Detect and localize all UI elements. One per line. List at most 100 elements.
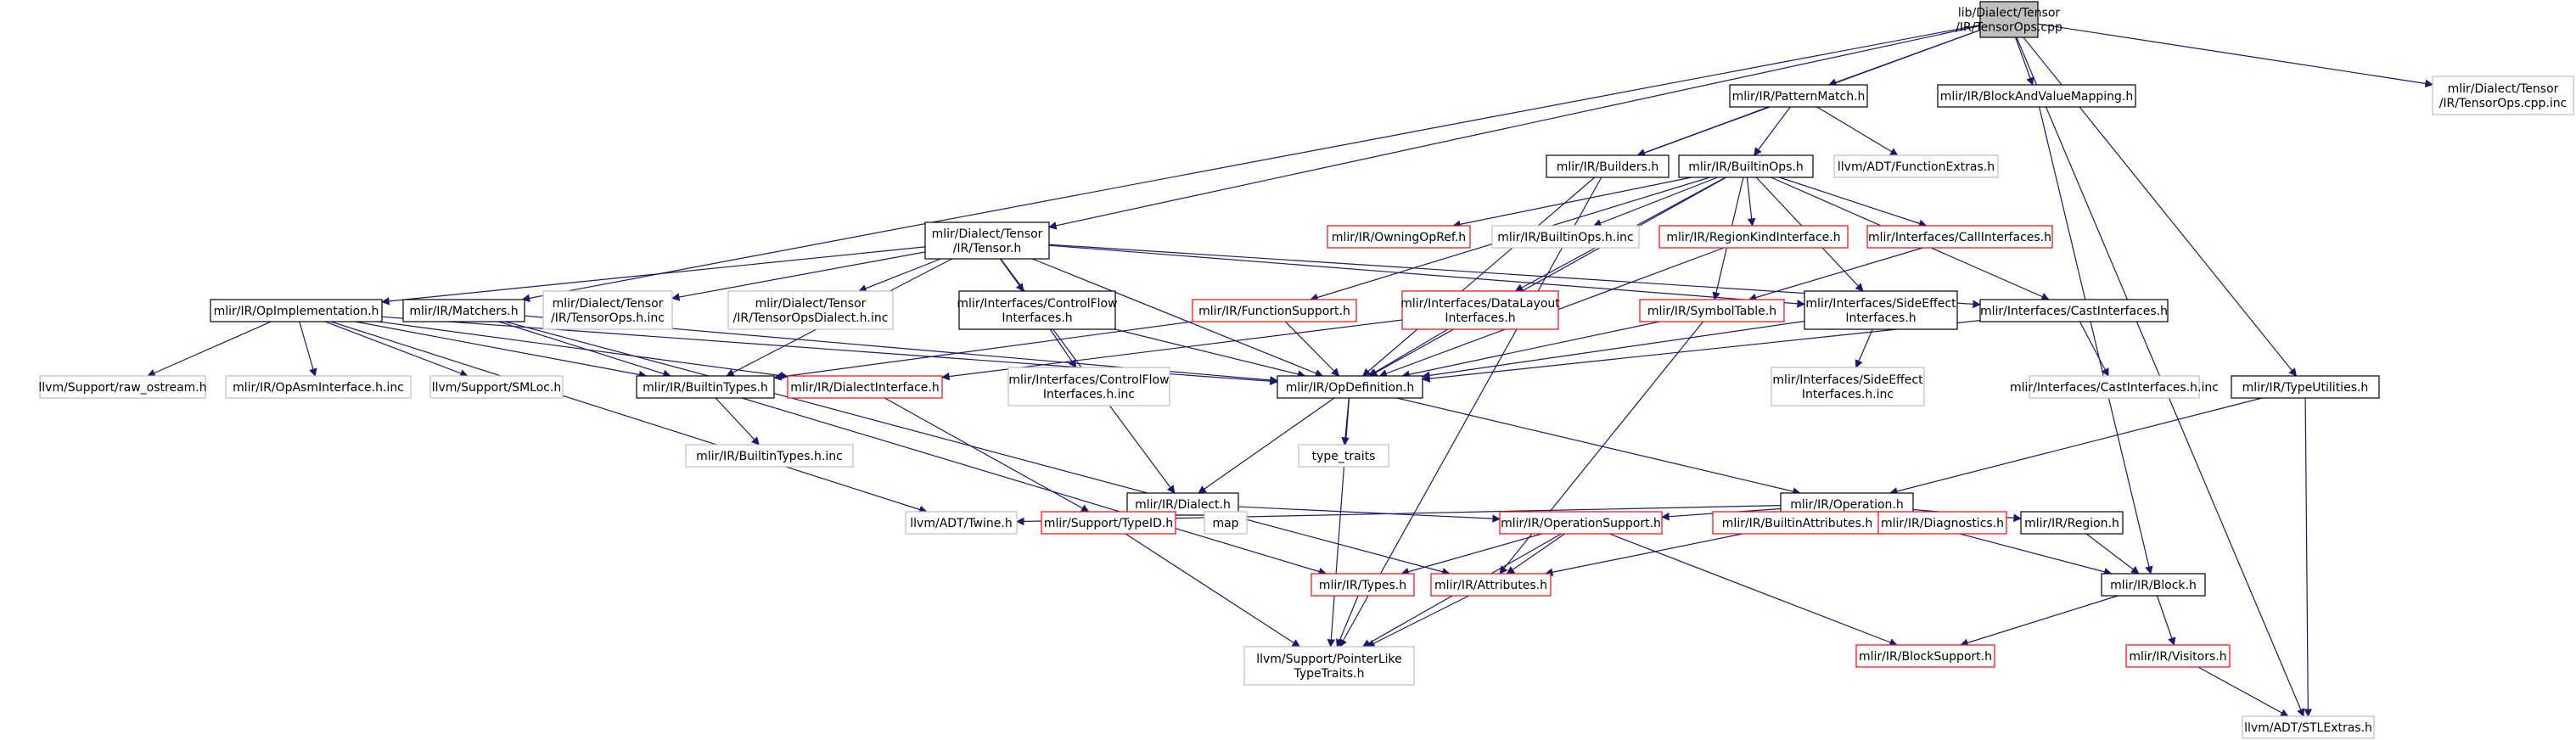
node-patternmatch[interactable]: mlir/IR/PatternMatch.h [1729, 84, 1868, 108]
edge-root-to-tensorops_cpp_inc [2037, 23, 2433, 88]
node-types_h[interactable]: mlir/IR/Types.h [1310, 573, 1415, 597]
node-twine: llvm/ADT/Twine.h [905, 511, 1018, 535]
node-box [429, 375, 564, 399]
node-box [1771, 367, 1925, 406]
node-box [1979, 299, 2169, 322]
edges-layer [147, 23, 2433, 717]
node-label: mlir/Interfaces/CastInterfaces.h [1980, 305, 2168, 318]
node-label: mlir/IR/Dialect.h [1135, 498, 1231, 512]
edge-operationsupport-to-blocksupport [1608, 533, 1898, 647]
node-label: llvm/Support/PointerLike [1256, 653, 1402, 666]
node-functionsupport[interactable]: mlir/IR/FunctionSupport.h [1192, 299, 1357, 322]
node-label: /IR/TensorOps.cpp.inc [2439, 97, 2568, 110]
edge-builtinops-to-builtinops_inc [1592, 177, 1718, 227]
node-box [685, 444, 854, 468]
node-regionkind[interactable]: mlir/IR/RegionKindInterface.h [1658, 225, 1849, 249]
node-tensorops_h_inc: mlir/Dialect/Tensor/IR/TensorOps.h.inc [542, 290, 673, 330]
node-box [2020, 511, 2124, 535]
node-castinterfaces_inc: mlir/Interfaces/CastInterfaces.h.inc [2010, 375, 2219, 399]
node-builtinops_inc: mlir/IR/BuiltinOps.h.inc [1491, 225, 1640, 249]
node-opdefinition[interactable]: mlir/IR/OpDefinition.h [1277, 375, 1423, 399]
node-box [958, 290, 1116, 330]
node-box [1298, 444, 1389, 468]
edge-builtinops-to-owningopref [1452, 177, 1692, 228]
node-dialectinterface[interactable]: mlir/IR/DialectInterface.h [787, 375, 943, 399]
edge-opdefinition-to-dialect_h [1198, 397, 1335, 494]
node-label: llvm/Support/raw_ostream.h [38, 381, 206, 395]
node-builtinops[interactable]: mlir/IR/BuiltinOps.h [1678, 154, 1814, 178]
edge-block_h-to-blocksupport [1960, 595, 2119, 648]
node-builtintypes[interactable]: mlir/IR/BuiltinTypes.h [636, 375, 775, 399]
node-controlflow_inc: mlir/Interfaces/ControlFlowInterfaces.h.… [1007, 367, 1170, 406]
node-label: mlir/IR/OpDefinition.h [1286, 381, 1414, 395]
node-tensor_h[interactable]: mlir/Dialect/Tensor/IR/Tensor.h [924, 221, 1050, 260]
node-smloc: llvm/Support/SMLoc.h [429, 375, 564, 399]
node-tensorops_cpp_inc: mlir/Dialect/Tensor/IR/TensorOps.cpp.inc [2432, 76, 2574, 115]
edge-opimplementation-to-twine [330, 321, 928, 513]
node-visitors[interactable]: mlir/IR/Visitors.h [2125, 644, 2231, 668]
node-box [1204, 511, 1248, 535]
edge-functionsupport-to-opdefinition [1284, 321, 1340, 377]
node-block_h[interactable]: mlir/IR/Block.h [2101, 573, 2206, 597]
node-label: mlir/IR/Region.h [2024, 517, 2119, 530]
node-box [1979, 1, 2039, 38]
edge-root-to-blockandvaluemapping [2015, 36, 2034, 86]
edge-tensor_h-to-tensoropsdialect_inc [858, 258, 941, 293]
node-matchers[interactable]: mlir/IR/Matchers.h [402, 299, 525, 322]
edge-builtinops-to-regionkind [1746, 177, 1756, 227]
node-label: mlir/IR/Builders.h [1557, 160, 1659, 174]
node-opimplementation[interactable]: mlir/IR/OpImplementation.h [210, 299, 383, 322]
node-callinterfaces[interactable]: mlir/Interfaces/CallInterfaces.h [1866, 225, 2053, 249]
edge-opdefinition-to-pointerlike [1327, 397, 1350, 648]
node-root[interactable]: lib/Dialect/Tensor/IR/TensorOps.cpp [1956, 1, 2062, 38]
node-label: llvm/ADT/STLExtras.h [2244, 721, 2372, 735]
node-builders[interactable]: mlir/IR/Builders.h [1546, 154, 1670, 178]
node-owningopref[interactable]: mlir/IR/OwningOpRef.h [1327, 225, 1471, 249]
node-type_traits: type_traits [1298, 444, 1389, 468]
node-label: mlir/IR/Block.h [2110, 579, 2197, 592]
edge-patternmatch-to-builders [1636, 106, 1769, 157]
node-box [39, 375, 206, 399]
edge-castinterfaces-to-castinterfaces_inc [2079, 321, 2109, 377]
node-typeid[interactable]: mlir/Support/TypeID.h [1041, 511, 1176, 535]
node-label: mlir/Dialect/Tensor [755, 297, 867, 311]
node-attributes_h[interactable]: mlir/IR/Attributes.h [1430, 573, 1552, 597]
node-label: Interfaces.h.inc [1043, 388, 1135, 401]
node-box [1430, 573, 1552, 597]
node-typeutilities[interactable]: mlir/IR/TypeUtilities.h [2231, 375, 2380, 399]
node-label: Interfaces.h.inc [1802, 388, 1894, 401]
edge-sideeffect-to-opdefinition [1422, 320, 1805, 380]
node-label: mlir/IR/OperationSupport.h [1501, 517, 1661, 530]
node-blockandvaluemapping[interactable]: mlir/IR/BlockAndValueMapping.h [1937, 84, 2136, 108]
node-label: mlir/Dialect/Tensor [932, 227, 1043, 241]
node-box [1327, 225, 1471, 249]
edge-block_h-to-visitors [2156, 595, 2176, 646]
node-castinterfaces[interactable]: mlir/Interfaces/CastInterfaces.h [1979, 299, 2169, 322]
node-symboltable[interactable]: mlir/IR/SymbolTable.h [1639, 299, 1785, 322]
node-label: mlir/IR/FunctionSupport.h [1198, 305, 1350, 318]
node-box [1866, 225, 2053, 249]
node-box [1546, 154, 1670, 178]
node-operationsupport[interactable]: mlir/IR/OperationSupport.h [1499, 511, 1663, 535]
node-diagnostics[interactable]: mlir/IR/Diagnostics.h [1877, 511, 2007, 535]
edge-opimplementation-to-dialectinterface [378, 321, 789, 380]
node-box [1729, 84, 1868, 108]
node-builtinattributes[interactable]: mlir/IR/BuiltinAttributes.h [1712, 511, 1883, 535]
edge-region-to-block_h [2085, 533, 2140, 575]
edge-opimplementation-to-smloc [324, 321, 469, 378]
node-box [1041, 511, 1176, 535]
node-label: /IR/Tensor.h [953, 242, 1022, 255]
node-label: type_traits [1312, 450, 1376, 463]
edge-operationsupport-to-types_h [1400, 533, 1542, 576]
node-builtintypes_inc: mlir/IR/BuiltinTypes.h.inc [685, 444, 854, 468]
node-label: /IR/TensorOpsDialect.h.inc [733, 311, 889, 325]
node-blocksupport[interactable]: mlir/IR/BlockSupport.h [1855, 644, 1995, 668]
node-label: mlir/IR/Attributes.h [1434, 579, 1547, 592]
node-label: mlir/Interfaces/CastInterfaces.h.inc [2010, 381, 2219, 395]
node-region[interactable]: mlir/IR/Region.h [2020, 511, 2124, 535]
